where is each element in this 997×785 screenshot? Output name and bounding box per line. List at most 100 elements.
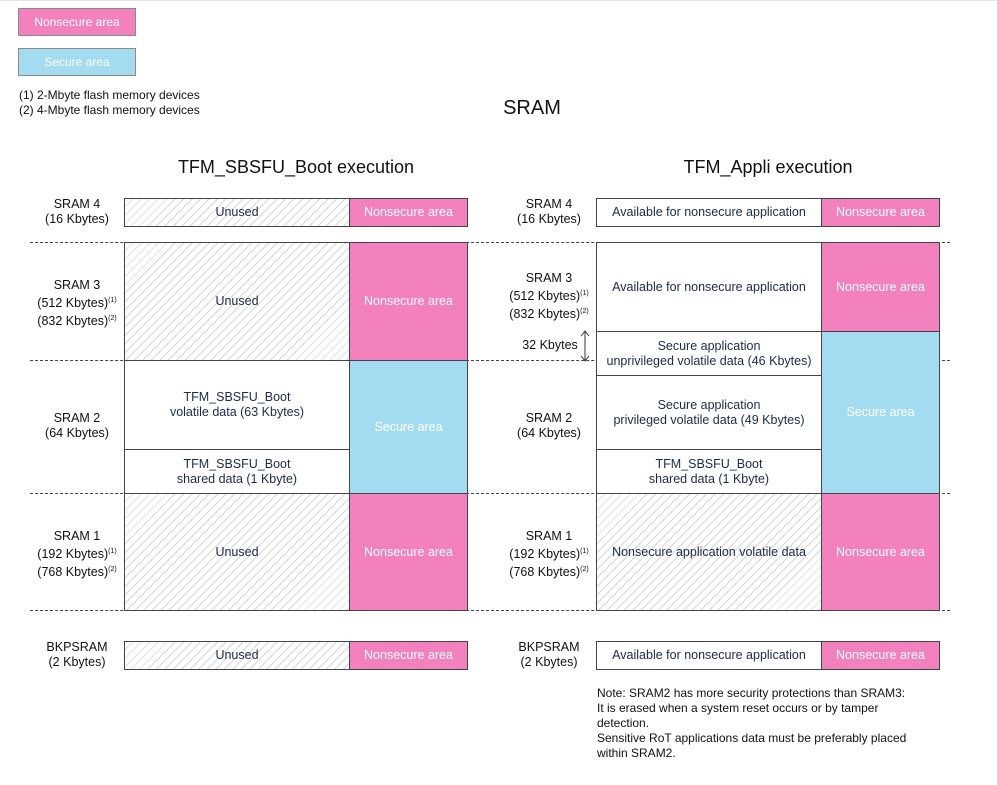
region-size: (832 Kbytes) <box>509 307 581 322</box>
region-size: (64 Kbytes) <box>45 426 109 440</box>
left-sram3-label: SRAM 3 (512 Kbytes)(1) (832 Kbytes)(2) <box>25 278 129 329</box>
region-name: SRAM 4 <box>53 197 101 211</box>
note-line: Sensitive RoT applications data must be … <box>597 731 907 745</box>
region-name: BKPSRAM <box>46 640 108 654</box>
region-size: (192 Kbytes) <box>37 547 109 562</box>
separator-line <box>30 242 950 243</box>
right-sram2-shared-data: TFM_SBSFU_Boot shared data (1 Kbyte) <box>596 449 822 494</box>
left-sram1-nonsecure: Nonsecure area <box>349 493 468 611</box>
region-size: (16 Kbytes) <box>517 212 581 226</box>
left-bkpsram-label: BKPSRAM (2 Kbytes) <box>25 640 129 670</box>
cell-label: Nonsecure area <box>364 648 453 662</box>
cell-label: shared data (1 Kbyte) <box>176 471 298 486</box>
left-sram2-shared-data: TFM_SBSFU_Boot shared data (1 Kbyte) <box>124 449 350 494</box>
note-line: within SRAM2. <box>597 746 676 760</box>
cell-label: Nonsecure application volatile data <box>612 544 806 559</box>
footnote-ref: (1) <box>580 548 589 555</box>
note-line: detection. <box>597 716 650 730</box>
cell-label: unprivileged volatile data (46 Kbytes) <box>606 353 812 368</box>
region-size: (512 Kbytes) <box>509 289 581 304</box>
footnote-ref: (1) <box>108 297 117 304</box>
left-bkpsram-nonsecure: Nonsecure area <box>349 641 468 670</box>
left-sram4-nonsecure: Nonsecure area <box>349 198 468 227</box>
note-line: Note: SRAM2 has more security protection… <box>597 686 906 700</box>
right-sram1-nonsecure-data: Nonsecure application volatile data <box>596 493 822 611</box>
left-title: TFM_SBSFU_Boot execution <box>177 157 415 177</box>
region-size: (64 Kbytes) <box>517 426 581 440</box>
footnote-ref: (2) <box>580 308 589 316</box>
cell-label: shared data (1 Kbyte) <box>648 471 770 486</box>
left-sram1-unused: Unused <box>124 493 350 611</box>
cell-label: Nonsecure area <box>836 205 925 219</box>
right-sram2-label: SRAM 2 (64 Kbytes) <box>497 411 601 441</box>
separator-line <box>30 610 950 611</box>
security-note: Note: SRAM2 has more security protection… <box>597 686 937 761</box>
right-bkpsram-nonsecure: Nonsecure area <box>821 641 940 670</box>
left-sram4-label: SRAM 4 (16 Kbytes) <box>25 197 129 227</box>
right-bkpsram-label: BKPSRAM (2 Kbytes) <box>497 640 601 670</box>
left-sram3-unused: Unused <box>124 242 350 361</box>
cell-label: Available for nonsecure application <box>612 279 806 294</box>
left-sram3-nonsecure: Nonsecure area <box>349 242 468 361</box>
region-name: SRAM 3 <box>525 271 573 285</box>
cell-label: Unused <box>215 544 259 559</box>
size-arrow-icon <box>580 330 590 362</box>
footnote-ref: (2) <box>580 566 589 574</box>
cell-label: Nonsecure area <box>364 294 453 308</box>
right-secure-area: Secure area <box>821 331 940 494</box>
right-sram3-nonsecure: Nonsecure area <box>821 242 940 332</box>
cell-label: Nonsecure area <box>836 648 925 662</box>
region-name: SRAM 3 <box>53 278 101 292</box>
footnote-ref: (1) <box>108 548 117 555</box>
cell-label: Secure application <box>657 338 761 353</box>
right-sram3-available: Available for nonsecure application <box>596 242 822 332</box>
footnotes: (1) 2-Mbyte flash memory devices (2) 4-M… <box>19 88 200 118</box>
footnote-1: (1) 2-Mbyte flash memory devices <box>19 88 200 102</box>
legend-nonsecure-label: Nonsecure area <box>34 15 120 29</box>
region-size: (512 Kbytes) <box>37 296 109 311</box>
cell-label: Secure area <box>846 405 915 419</box>
diagram-title: SRAM <box>503 97 561 119</box>
left-sram2-volatile-data: TFM_SBSFU_Boot volatile data (63 Kbytes) <box>124 360 350 450</box>
legend-nonsecure: Nonsecure area <box>18 8 136 36</box>
right-sram1-nonsecure: Nonsecure area <box>821 493 940 611</box>
cell-label: Unused <box>215 205 259 219</box>
top-border <box>0 0 997 1</box>
right-privileged-data: Secure application privileged volatile d… <box>596 375 822 450</box>
footnote-ref: (2) <box>108 566 117 574</box>
region-name: SRAM 1 <box>525 529 573 543</box>
legend-secure: Secure area <box>18 48 136 76</box>
cell-label: Nonsecure area <box>836 544 925 559</box>
cell-label: Available for nonsecure application <box>612 648 806 662</box>
left-sram2-secure: Secure area <box>349 360 468 494</box>
right-sram4-label: SRAM 4 (16 Kbytes) <box>497 197 601 227</box>
legend-secure-label: Secure area <box>44 55 110 69</box>
right-title: TFM_Appli execution <box>683 157 853 177</box>
cell-label: Unused <box>215 294 259 308</box>
footnote-2: (2) 4-Mbyte flash memory devices <box>19 103 200 117</box>
region-size: (2 Kbytes) <box>48 655 106 669</box>
separator-line <box>30 360 950 361</box>
right-sram4-nonsecure: Nonsecure area <box>821 198 940 227</box>
right-sram1-label: SRAM 1 (192 Kbytes)(1) (768 Kbytes)(2) <box>497 529 601 580</box>
left-sram4-unused: Unused <box>124 198 350 227</box>
region-size: (768 Kbytes) <box>37 565 109 580</box>
region-size: (16 Kbytes) <box>45 212 109 226</box>
cell-label: TFM_SBSFU_Boot <box>183 456 291 471</box>
cell-label: Unused <box>215 648 259 662</box>
left-sram2-label: SRAM 2 (64 Kbytes) <box>25 411 129 441</box>
region-size: (2 Kbytes) <box>520 655 578 669</box>
cell-label: TFM_SBSFU_Boot <box>183 390 291 404</box>
cell-label: TFM_SBSFU_Boot <box>655 456 763 471</box>
note-line: It is erased when a system reset occurs … <box>597 701 879 715</box>
cell-label: Nonsecure area <box>364 544 453 559</box>
region-size: (832 Kbytes) <box>37 314 109 329</box>
cell-label: volatile data (63 Kbytes) <box>169 405 305 419</box>
cell-label: Nonsecure area <box>836 279 925 294</box>
footnote-ref: (2) <box>108 315 117 323</box>
footnote-ref: (1) <box>580 290 589 297</box>
left-bkpsram-unused: Unused <box>124 641 350 670</box>
region-name: SRAM 4 <box>525 197 573 211</box>
region-name: SRAM 2 <box>525 411 573 425</box>
right-bkpsram-available: Available for nonsecure application <box>596 641 822 670</box>
